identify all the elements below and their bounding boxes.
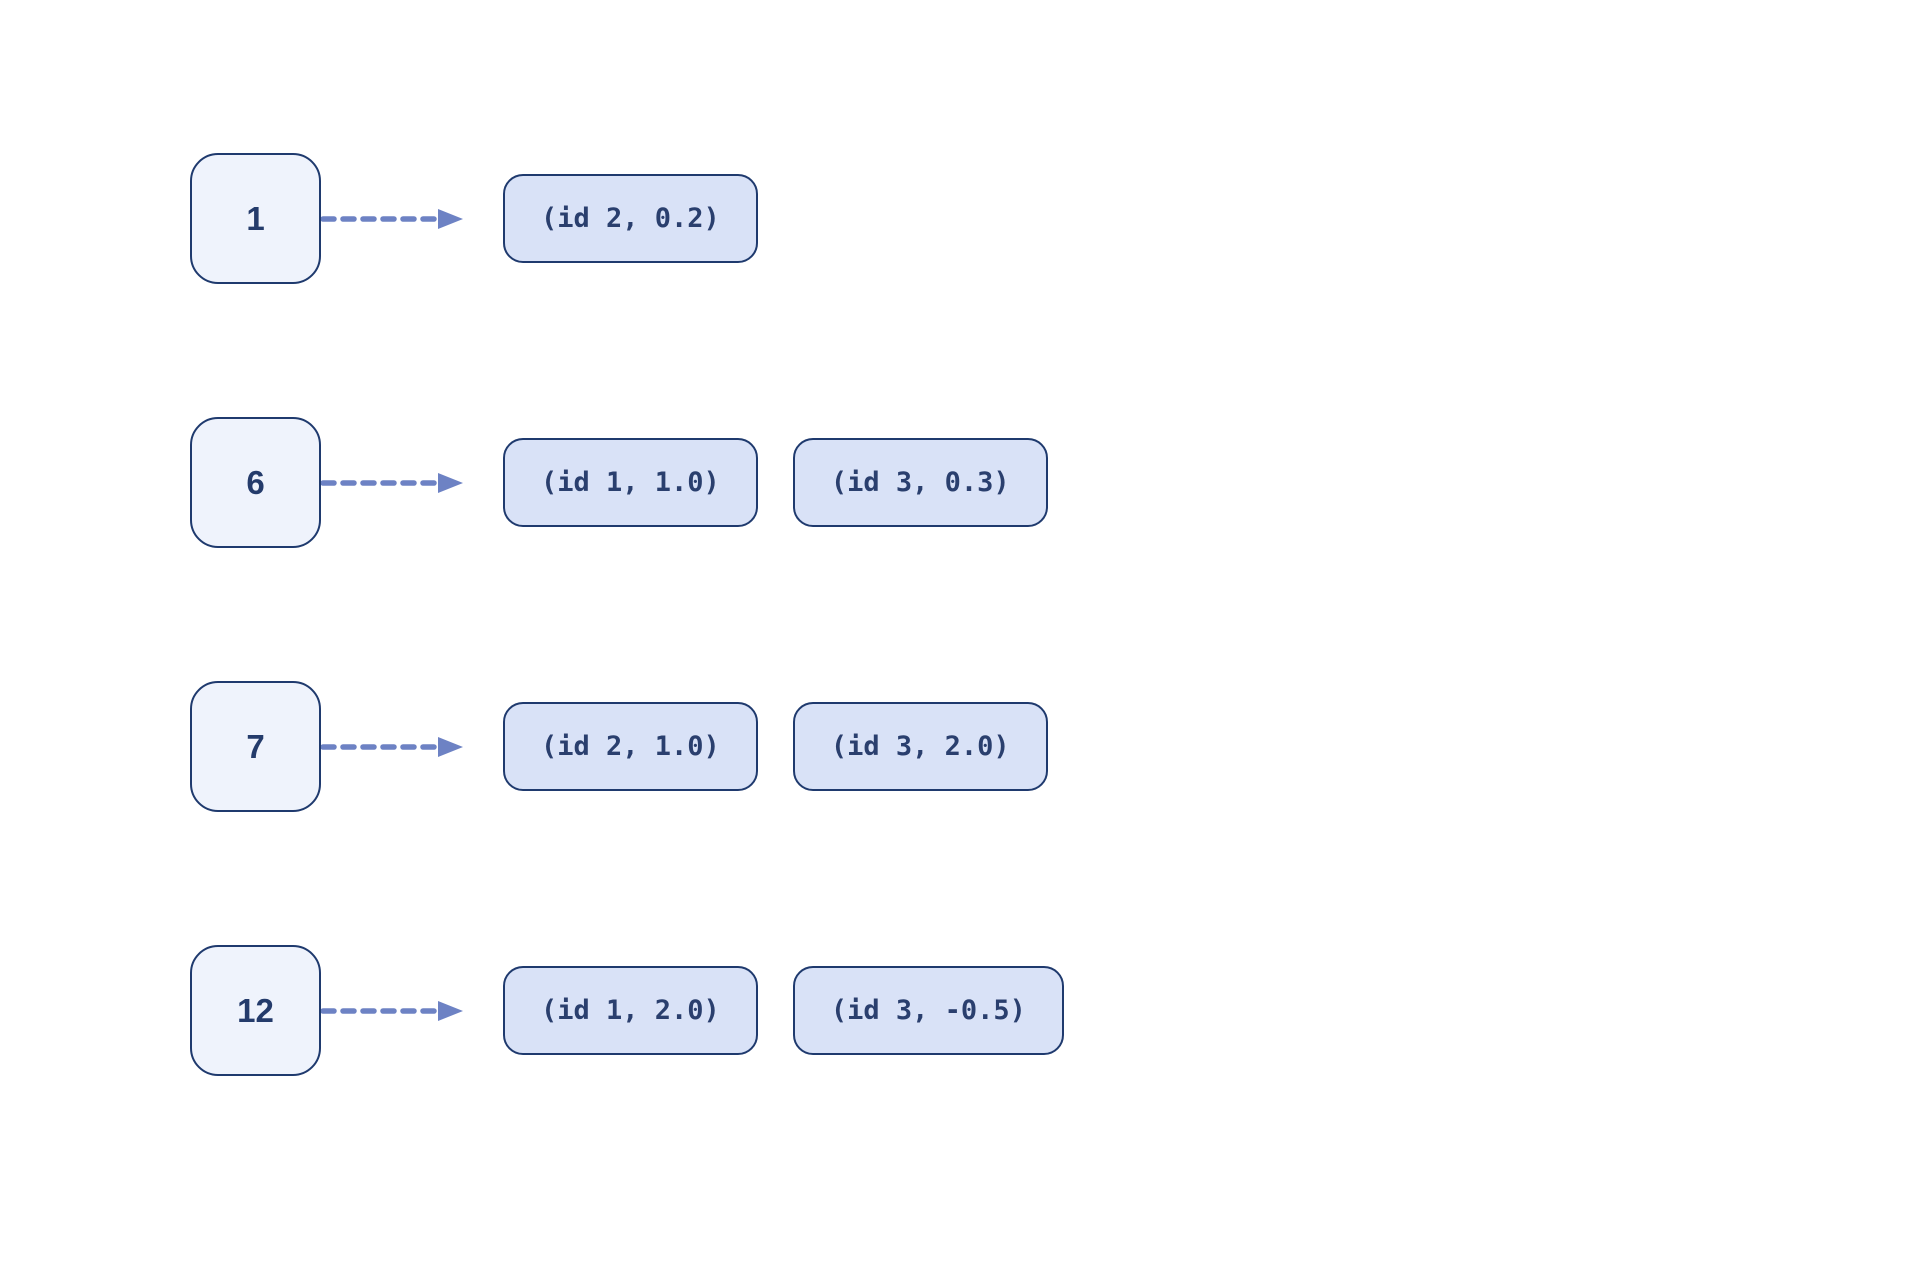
index-row: 6 (id 1, 1.0) (id 3, 0.3) xyxy=(190,416,1099,549)
key-box: 1 xyxy=(190,153,321,284)
inverted-index-diagram: 1 (id 2, 0.2) 6 (id 1, 1.0) (id 3, 0.3) … xyxy=(190,152,1099,1208)
index-row: 7 (id 2, 1.0) (id 3, 2.0) xyxy=(190,680,1099,813)
key-box: 7 xyxy=(190,681,321,812)
key-box: 6 xyxy=(190,417,321,548)
posting-box: (id 1, 1.0) xyxy=(503,438,758,527)
posting-box: (id 1, 2.0) xyxy=(503,966,758,1055)
posting-box: (id 3, 2.0) xyxy=(792,702,1048,791)
index-row: 1 (id 2, 0.2) xyxy=(190,152,1099,285)
posting-box: (id 3, -0.5) xyxy=(792,966,1064,1055)
posting-box: (id 2, 0.2) xyxy=(503,174,758,263)
dashed-arrow-icon xyxy=(321,736,463,757)
dashed-arrow-icon xyxy=(321,1000,463,1021)
dashed-arrow-icon xyxy=(321,472,463,493)
posting-box: (id 2, 1.0) xyxy=(503,702,758,791)
dashed-arrow-icon xyxy=(321,208,463,229)
key-box: 12 xyxy=(190,945,321,1076)
index-row: 12 (id 1, 2.0) (id 3, -0.5) xyxy=(190,944,1099,1077)
posting-box: (id 3, 0.3) xyxy=(792,438,1048,527)
